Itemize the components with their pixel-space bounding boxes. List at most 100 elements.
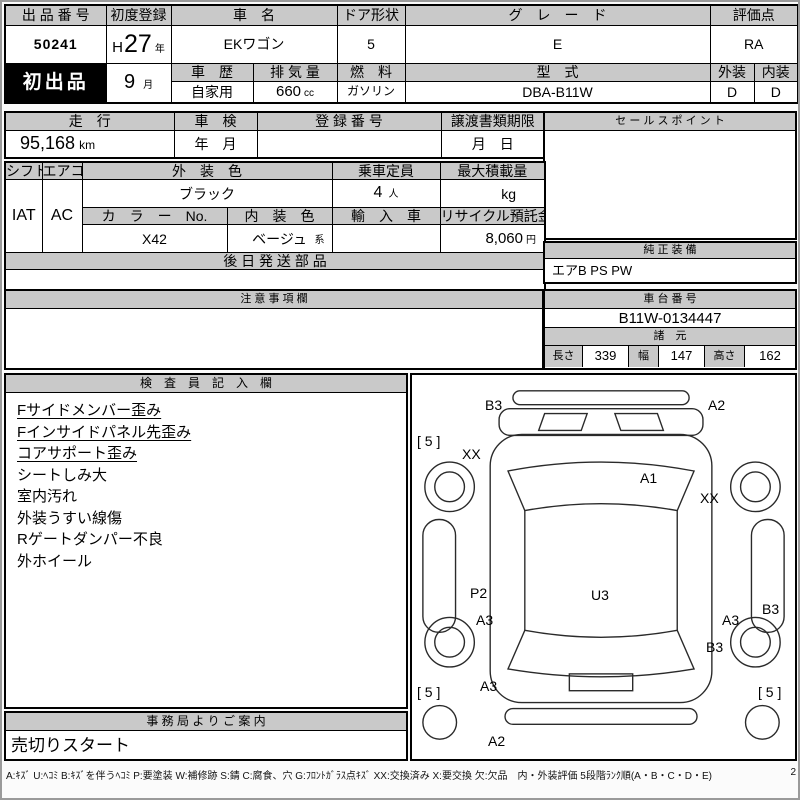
capacity-header: 乗車定員 <box>331 161 441 181</box>
sales-point-header: セ ー ル ス ポ イ ン ト <box>545 113 795 131</box>
inspector-note: Rゲートダンパー不良 <box>17 531 163 548</box>
exterior-color-value: ブラック <box>81 179 333 209</box>
spare-wheel-left <box>422 704 458 740</box>
spec-header: 諸 元 <box>545 328 795 346</box>
damage-marker: A2 <box>488 733 506 749</box>
damage-marker: A1 <box>640 470 658 486</box>
wheel-front-right-rim <box>739 471 771 503</box>
mileage-unit: km <box>79 138 96 153</box>
model-value: DBA-B11W <box>404 80 711 104</box>
interior-color-suffix: 系 <box>314 234 325 246</box>
year-unit: 年 <box>154 43 165 55</box>
info-table: シフト エアコン 外 装 色 乗車定員 最大積載量 IAT AC ブラック 4人… <box>4 161 546 293</box>
inspector-note: Fインサイドパネル先歪み <box>17 423 192 441</box>
color-no-header: カ ラ ー No. <box>81 207 228 226</box>
recycle-deposit-unit: 円 <box>526 235 536 247</box>
spare-wheel-right <box>744 704 780 740</box>
first-listing-badge-cell: 初出品 <box>4 62 107 104</box>
license-plate <box>568 673 634 692</box>
inspector-note: Fサイドメンバー歪み <box>17 402 162 419</box>
import-value <box>331 224 441 254</box>
displacement-unit: cc <box>304 88 315 100</box>
shaken-value: 年 月 <box>173 129 258 159</box>
lot-number-header: 出 品 番 号 <box>4 4 107 26</box>
spec-row: 長さ 339 幅 147 高さ 162 <box>545 346 795 367</box>
exterior-score-value: D <box>709 80 755 104</box>
era-prefix: H <box>112 38 124 56</box>
interior-color-value-cell: ベージュ系 <box>226 224 333 254</box>
color-no-value: X42 <box>81 224 228 254</box>
shift-value: IAT <box>4 179 43 254</box>
wheel-rear-right-rim <box>739 626 771 658</box>
mileage-value: 95,168 <box>20 133 76 154</box>
equipment-value: エアB PS PW <box>552 263 633 278</box>
equipment-header: 純 正 装 備 <box>545 243 795 259</box>
damage-marker: A3 <box>476 612 494 628</box>
model-header: 型 式 <box>404 62 711 82</box>
score-header: 評価点 <box>709 4 798 26</box>
inspector-note: シートしみ大 <box>17 466 108 484</box>
wheel-front-left-rim <box>434 471 466 503</box>
interior-score-value: D <box>753 80 798 104</box>
wheel-rear-right <box>729 616 781 668</box>
damage-marker: B3 <box>485 397 503 413</box>
length-value: 339 <box>583 346 629 367</box>
later-parts-header: 後 日 発 送 部 品 <box>4 252 546 271</box>
height-value: 162 <box>759 348 781 363</box>
front-bumper <box>512 390 690 406</box>
inspector-header: 検 査 員 記 入 欄 <box>6 375 406 393</box>
office-value: 売切りスタート <box>11 736 130 755</box>
inspector-note: 外ホイール <box>17 552 93 570</box>
exterior-score-header: 外装 <box>709 62 755 82</box>
legend-text: A:ｷｽﾞ U:ﾍｺﾐ B:ｷｽﾞを伴うﾍｺﾐ P:要塗装 W:補修跡 S:錆 … <box>6 771 712 782</box>
notice-header: 注 意 事 項 欄 <box>6 291 542 309</box>
rear-window <box>507 629 696 678</box>
transfer-deadline-value: 月 日 <box>440 129 546 159</box>
footer-legend: A:ｷｽﾞ U:ﾍｺﾐ B:ｷｽﾞを伴うﾍｺﾐ P:要塗装 W:補修跡 S:錆 … <box>6 767 796 782</box>
shaken-header: 車 検 <box>173 111 258 131</box>
inspector-note: コアサポート歪み <box>17 445 138 462</box>
grade-header: グ レ ー ド <box>404 4 711 26</box>
reg-year-value: 27 <box>124 29 152 58</box>
aircon-value: AC <box>41 179 83 254</box>
door-shape-value: 5 <box>336 24 406 64</box>
header-table: 出 品 番 号 初度登録 車 名 ドア形状 グ レ ー ド 評価点 50241 … <box>4 4 798 104</box>
capacity-value: 4 <box>373 184 383 202</box>
month-unit: 月 <box>143 80 154 92</box>
damage-marker: [ 5 ] <box>758 684 782 700</box>
displacement-value: 660 <box>275 83 302 101</box>
headlight-right <box>613 412 665 432</box>
damage-marker: [ 5 ] <box>417 684 441 700</box>
shift-header: シフト <box>4 161 43 181</box>
notice-box: 注 意 事 項 欄 <box>4 289 544 370</box>
import-header: 輸 入 車 <box>331 207 441 226</box>
height-label: 高さ <box>705 346 745 367</box>
front-panel <box>498 407 704 437</box>
inspector-box: 検 査 員 記 入 欄 Fサイドメンバー歪み Fインサイドパネル先歪みコアサポート… <box>4 373 408 709</box>
first-reg-header: 初度登録 <box>105 4 172 26</box>
damage-marker: U3 <box>591 587 609 603</box>
history-value: 自家用 <box>170 80 254 104</box>
interior-color-value: ベージュ <box>252 230 307 247</box>
score-value: RA <box>709 24 798 64</box>
exterior-color-header: 外 装 色 <box>81 161 333 181</box>
width-value: 147 <box>659 346 705 367</box>
damage-marker: [ 5 ] <box>417 433 441 449</box>
headlight-left <box>537 412 589 432</box>
registration-number-value <box>256 129 442 159</box>
fuel-header: 燃 料 <box>336 62 406 82</box>
chassis-header: 車 台 番 号 <box>545 291 795 309</box>
chassis-box: 車 台 番 号 B11W-0134447 諸 元 長さ 339 幅 147 高さ… <box>543 289 797 370</box>
reg-month-value: 9 <box>123 71 136 94</box>
page-number: 2 <box>790 767 796 778</box>
damage-marker: A3 <box>722 612 740 628</box>
damage-marker: A2 <box>708 397 726 413</box>
fuel-value: ガソリン <box>336 80 406 104</box>
